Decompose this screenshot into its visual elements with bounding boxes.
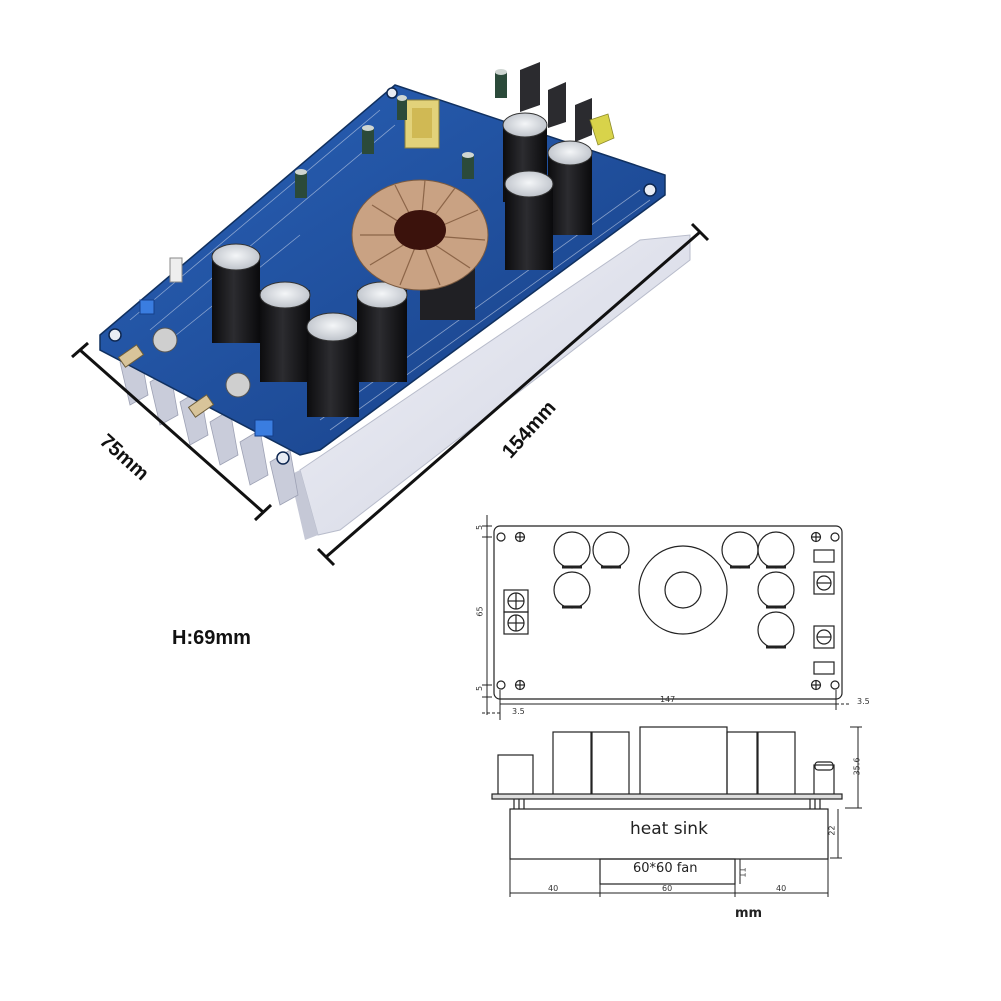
dim-right-40: 40 — [776, 884, 787, 893]
dim-left-40: 40 — [548, 884, 559, 893]
dim-length-147: 147 — [660, 695, 676, 704]
screw-terminals — [117, 257, 274, 437]
dim-left-65: 65 — [475, 606, 485, 617]
unit-label: mm — [735, 906, 763, 921]
height-dimension-label: H:69mm — [172, 627, 251, 649]
mounting-holes — [108, 87, 657, 465]
heat-sink-label: heat sink — [630, 819, 708, 839]
heat-sink — [119, 234, 691, 540]
dim-offset-right-3-5: 3.5 — [857, 697, 870, 706]
toroid-inductor — [351, 179, 489, 320]
dim-offset-left-3-5: 3.5 — [512, 707, 525, 716]
transformer — [404, 99, 440, 149]
dim-bottom-left-5: 5 — [475, 685, 485, 692]
dim-heatsink-22: 22 — [827, 825, 837, 836]
top-view-drawing — [482, 515, 850, 720]
fan-label: 60*60 fan — [633, 861, 698, 876]
dim-total-height-35-6: 35.6 — [852, 757, 862, 776]
fuse — [589, 113, 615, 146]
electrolytic-capacitors — [211, 112, 593, 417]
dim-fan-11: 11 — [738, 867, 748, 878]
dim-top-left-5: 5 — [475, 524, 485, 531]
dim-middle-60: 60 — [662, 884, 673, 893]
dimension-lines — [71, 222, 710, 567]
side-view-drawing — [491, 726, 862, 897]
transistor-heatsink-fins — [520, 62, 592, 142]
small-capacitors — [295, 69, 507, 198]
